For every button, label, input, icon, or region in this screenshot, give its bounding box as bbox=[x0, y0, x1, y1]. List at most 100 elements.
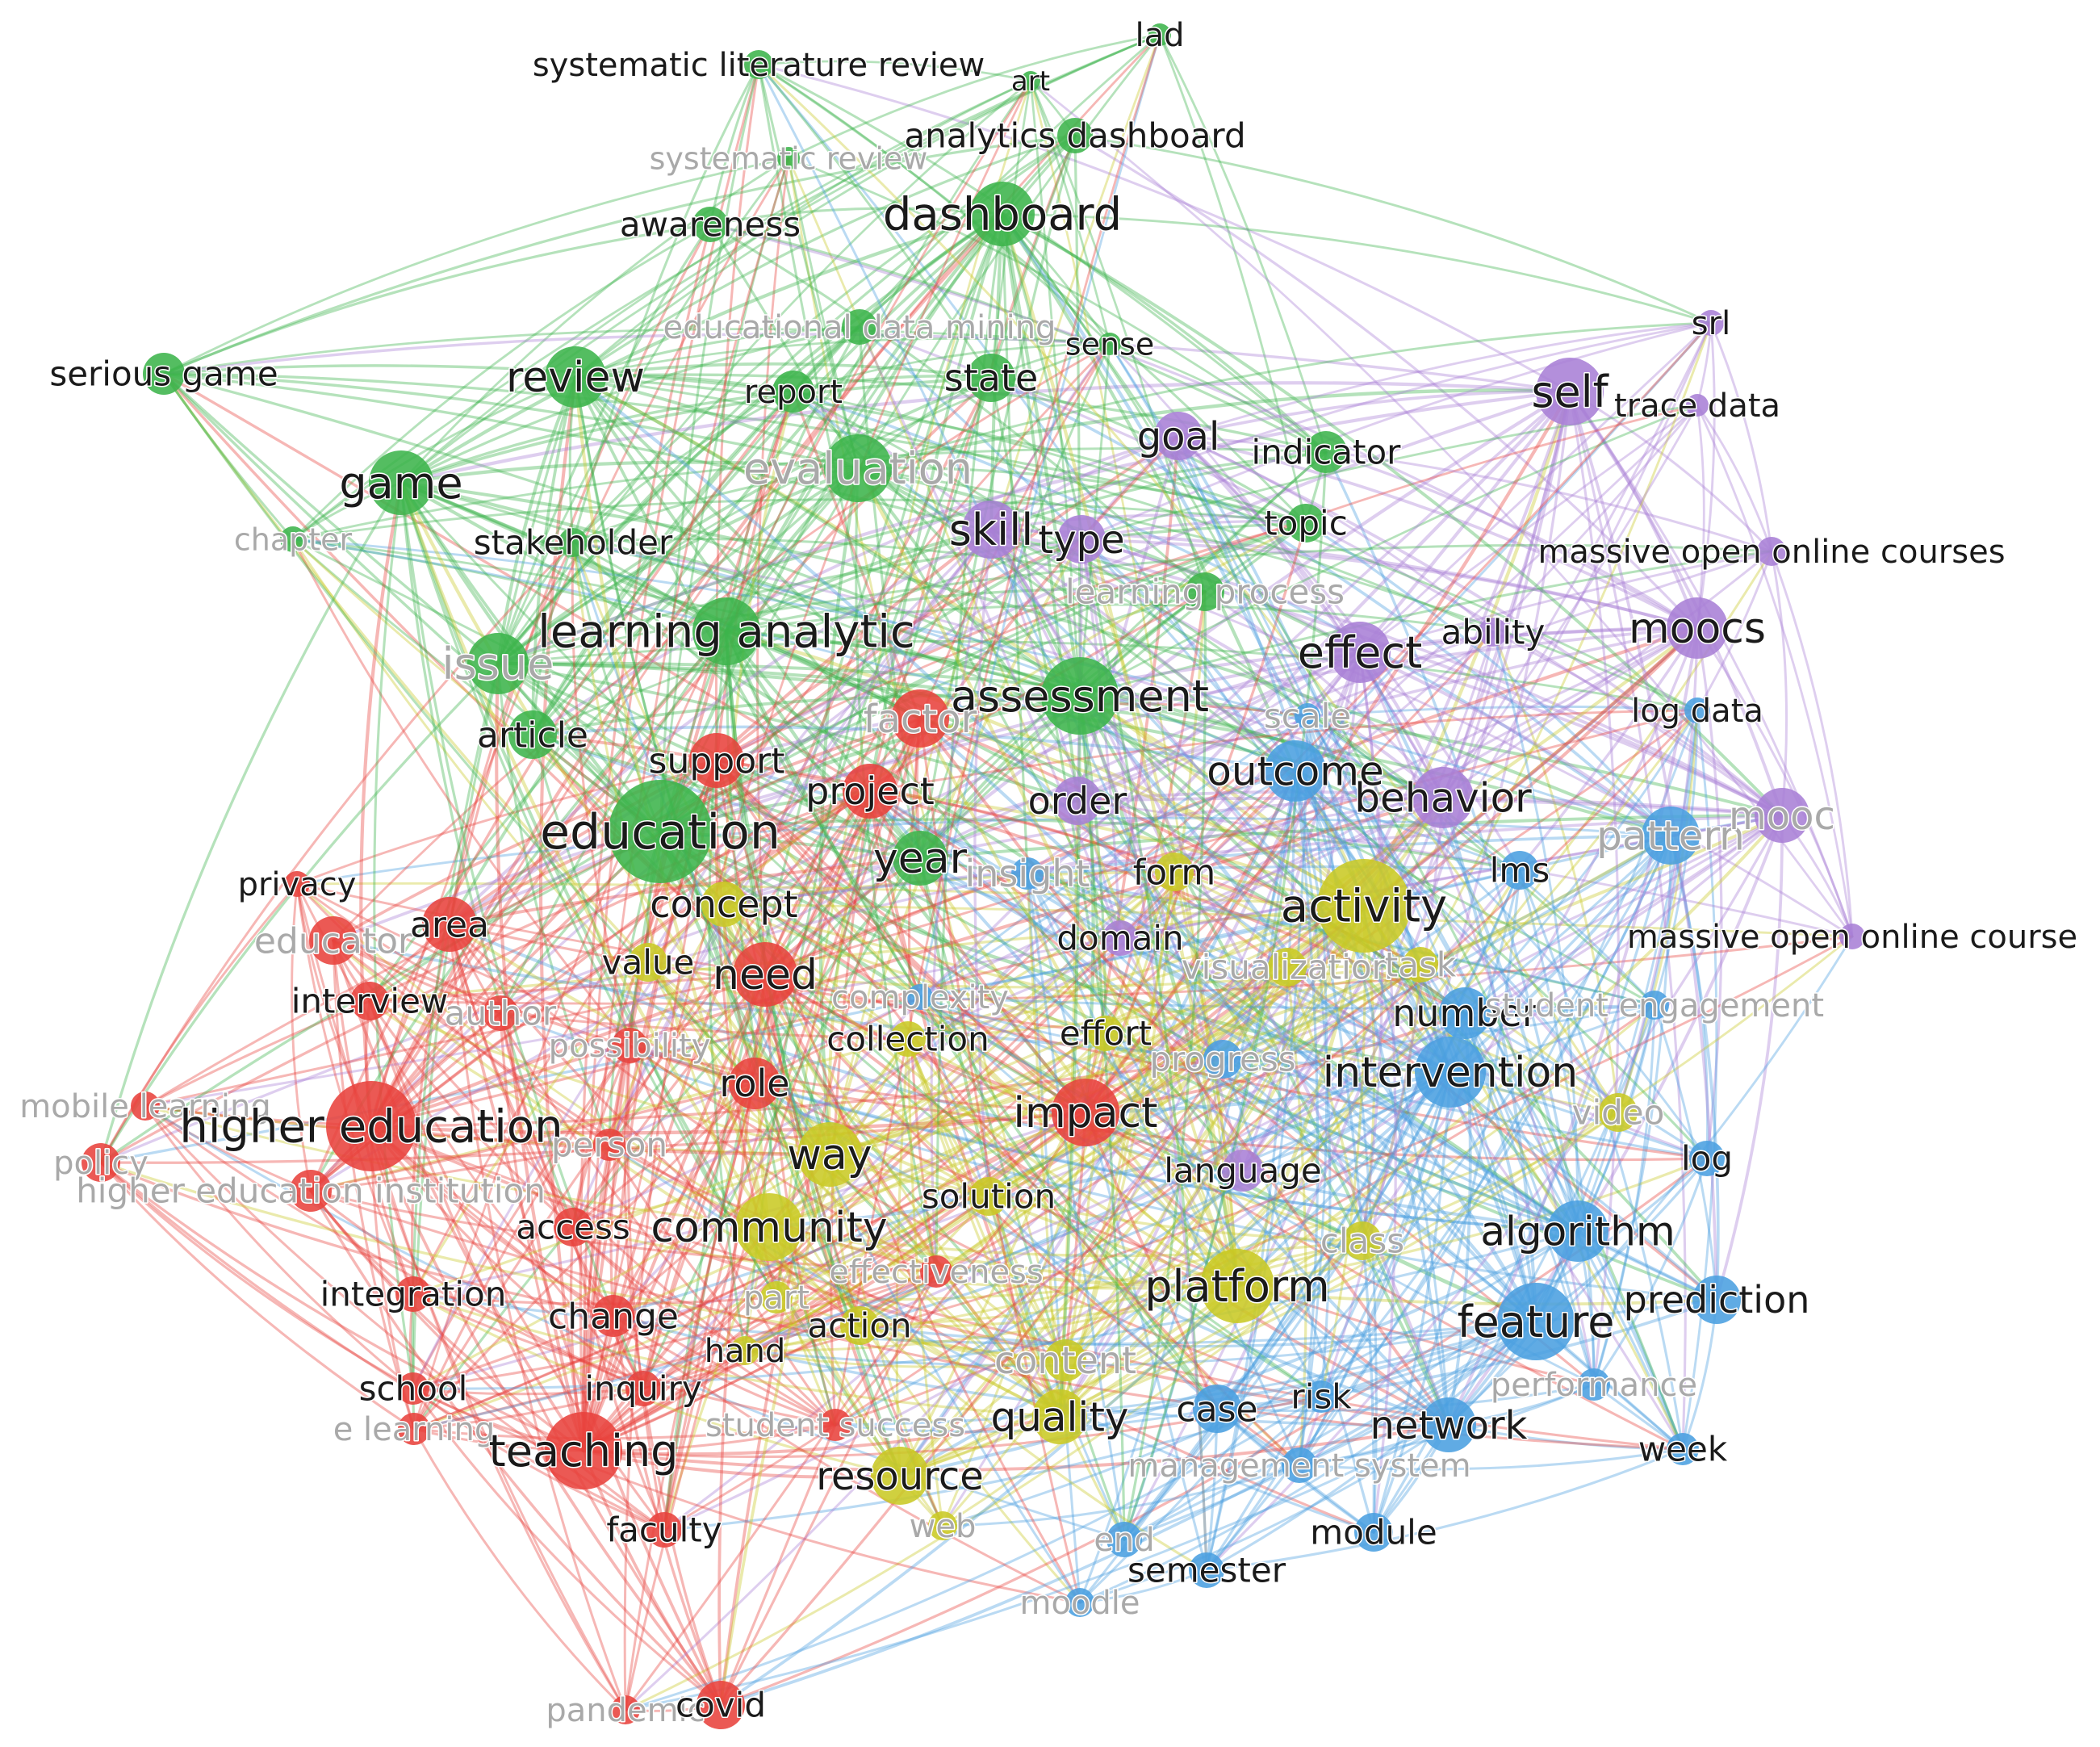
node-state[interactable] bbox=[967, 354, 1015, 402]
node-self[interactable] bbox=[1536, 358, 1604, 425]
node-evaluation[interactable] bbox=[824, 434, 892, 502]
node-insight[interactable] bbox=[1011, 857, 1044, 890]
node-he[interactable] bbox=[326, 1081, 416, 1171]
node-class[interactable] bbox=[1343, 1221, 1382, 1260]
node-solution[interactable] bbox=[969, 1177, 1008, 1216]
node-hand[interactable] bbox=[730, 1336, 759, 1365]
node-progress[interactable] bbox=[1203, 1040, 1242, 1079]
node-pandemic[interactable] bbox=[611, 1695, 640, 1724]
node-dashboard[interactable] bbox=[970, 182, 1035, 246]
node-quality[interactable] bbox=[1032, 1389, 1087, 1444]
node-mgmt[interactable] bbox=[1282, 1447, 1317, 1483]
node-content[interactable] bbox=[1044, 1339, 1086, 1381]
node-week[interactable] bbox=[1667, 1433, 1699, 1465]
node-covid[interactable] bbox=[697, 1681, 745, 1729]
node-prediction[interactable] bbox=[1692, 1276, 1741, 1324]
node-game[interactable] bbox=[369, 450, 433, 515]
node-sense[interactable] bbox=[1098, 333, 1121, 355]
node-role[interactable] bbox=[729, 1058, 780, 1109]
node-sysrev[interactable] bbox=[777, 147, 800, 170]
node-number[interactable] bbox=[1439, 987, 1491, 1039]
node-log[interactable] bbox=[1689, 1141, 1725, 1176]
node-education[interactable] bbox=[609, 780, 712, 883]
node-author[interactable] bbox=[483, 995, 518, 1031]
node-mooc_open[interactable] bbox=[1839, 924, 1865, 949]
node-collection[interactable] bbox=[890, 1021, 926, 1057]
node-complexity[interactable] bbox=[907, 984, 933, 1010]
node-scale[interactable] bbox=[1295, 703, 1320, 729]
node-area[interactable] bbox=[422, 897, 477, 952]
node-goal[interactable] bbox=[1154, 412, 1203, 460]
node-way[interactable] bbox=[797, 1122, 862, 1187]
node-factor[interactable] bbox=[891, 689, 949, 748]
node-mobile[interactable] bbox=[131, 1091, 160, 1121]
node-lad[interactable] bbox=[1148, 23, 1171, 46]
node-mooc_open_s[interactable] bbox=[1757, 537, 1786, 566]
node-review[interactable] bbox=[545, 346, 606, 408]
node-serious[interactable] bbox=[143, 353, 185, 395]
node-ability[interactable] bbox=[1479, 618, 1508, 647]
node-inquiry[interactable] bbox=[625, 1371, 661, 1406]
node-effect[interactable] bbox=[1329, 622, 1391, 683]
node-chapter[interactable] bbox=[280, 526, 306, 552]
node-trace[interactable] bbox=[1686, 394, 1709, 417]
node-skill[interactable] bbox=[962, 501, 1020, 559]
node-impact[interactable] bbox=[1052, 1079, 1119, 1146]
node-hei[interactable] bbox=[290, 1170, 332, 1212]
node-logdata[interactable] bbox=[1684, 698, 1710, 723]
node-interview[interactable] bbox=[350, 982, 389, 1020]
node-domain[interactable] bbox=[1102, 920, 1138, 956]
node-network[interactable] bbox=[1421, 1397, 1476, 1452]
node-video[interactable] bbox=[1599, 1093, 1638, 1132]
node-platform[interactable] bbox=[1200, 1249, 1274, 1323]
node-stakeholder[interactable] bbox=[558, 528, 588, 557]
node-school[interactable] bbox=[397, 1372, 429, 1405]
node-module[interactable] bbox=[1354, 1513, 1393, 1552]
node-activity[interactable] bbox=[1317, 859, 1411, 953]
node-effort[interactable] bbox=[1088, 1016, 1123, 1051]
node-educator[interactable] bbox=[309, 916, 358, 965]
node-srl[interactable] bbox=[1698, 310, 1724, 336]
node-web[interactable] bbox=[928, 1511, 957, 1540]
node-risk[interactable] bbox=[1305, 1380, 1337, 1413]
node-lms[interactable] bbox=[1500, 851, 1539, 890]
node-report[interactable] bbox=[772, 371, 814, 413]
node-teaching[interactable] bbox=[545, 1412, 622, 1489]
node-value[interactable] bbox=[629, 943, 667, 982]
node-lprocess[interactable] bbox=[1186, 572, 1224, 611]
node-la[interactable] bbox=[692, 597, 760, 665]
node-indicator[interactable] bbox=[1305, 431, 1347, 473]
node-pattern[interactable] bbox=[1642, 806, 1700, 865]
node-assessment[interactable] bbox=[1041, 657, 1119, 735]
node-project[interactable] bbox=[843, 764, 897, 819]
node-language[interactable] bbox=[1222, 1150, 1264, 1192]
node-topic[interactable] bbox=[1286, 504, 1325, 543]
node-feature[interactable] bbox=[1497, 1283, 1575, 1360]
node-article[interactable] bbox=[508, 710, 557, 759]
node-stuengage[interactable] bbox=[1640, 991, 1669, 1020]
node-faculty[interactable] bbox=[646, 1512, 682, 1548]
node-elearning[interactable] bbox=[398, 1413, 430, 1445]
node-support[interactable] bbox=[689, 733, 744, 788]
node-art[interactable] bbox=[1021, 71, 1040, 90]
node-outcome[interactable] bbox=[1265, 740, 1326, 802]
node-need[interactable] bbox=[733, 942, 797, 1007]
node-part[interactable] bbox=[760, 1281, 793, 1313]
node-end[interactable] bbox=[1106, 1522, 1142, 1557]
node-viz[interactable] bbox=[1268, 948, 1307, 987]
node-behavior[interactable] bbox=[1412, 767, 1474, 828]
node-year[interactable] bbox=[893, 831, 948, 886]
node-policy[interactable] bbox=[82, 1143, 120, 1182]
node-case[interactable] bbox=[1193, 1385, 1241, 1433]
node-effectiveness[interactable] bbox=[920, 1255, 952, 1288]
node-performance[interactable] bbox=[1578, 1368, 1610, 1401]
node-slr[interactable] bbox=[744, 50, 773, 79]
node-form[interactable] bbox=[1155, 853, 1194, 891]
node-person[interactable] bbox=[593, 1129, 625, 1161]
node-resource[interactable] bbox=[871, 1447, 929, 1505]
node-intervention[interactable] bbox=[1415, 1037, 1486, 1108]
node-issue[interactable] bbox=[467, 633, 529, 694]
node-concept[interactable] bbox=[701, 882, 747, 927]
node-access[interactable] bbox=[554, 1208, 592, 1246]
node-community[interactable] bbox=[735, 1193, 803, 1261]
